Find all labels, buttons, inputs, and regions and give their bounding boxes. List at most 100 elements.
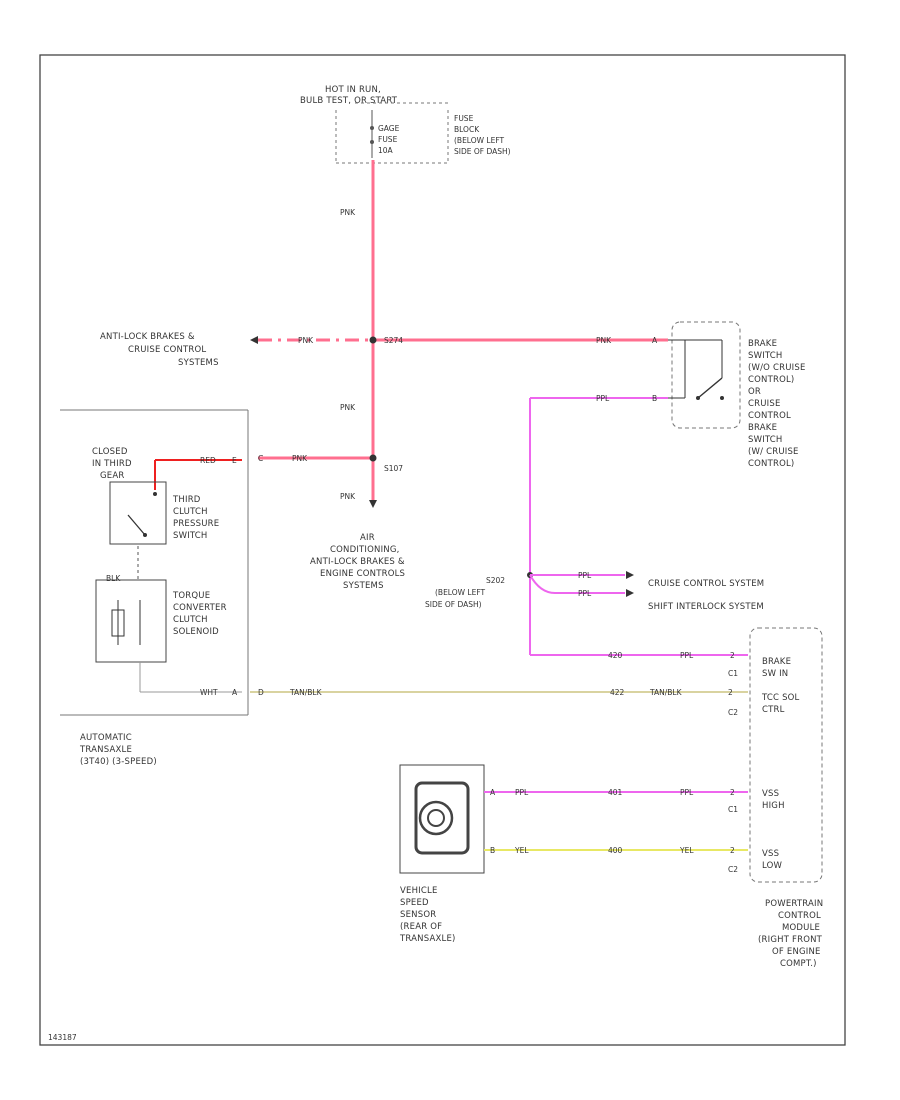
wire-label-tan-blk-right: TAN/BLK — [649, 688, 683, 697]
pcm-connector-c2-b: C2 — [728, 865, 738, 874]
pcm-name-3: MODULE — [782, 923, 820, 933]
brake-switch-box — [671, 321, 741, 429]
ac-label-1: AIR — [360, 533, 375, 543]
pcm-brake-sw-in-2: SW IN — [762, 669, 788, 679]
splice-s274-dot — [369, 336, 377, 344]
splice-s202-label-2: (BELOW LEFT — [435, 588, 486, 597]
wire-label-yel: YEL — [514, 846, 529, 855]
pcm-connector-c2-a: C2 — [728, 708, 738, 717]
vss-rotor — [418, 800, 454, 836]
transaxle-name-2: TRANSAXLE — [79, 745, 132, 755]
fuse-block-label-3: (BELOW LEFT — [454, 136, 505, 145]
fuse-block-label-4: SIDE OF DASH) — [454, 147, 511, 156]
splice-s274-label: S274 — [384, 336, 403, 345]
fuse-label-3: 10A — [378, 146, 394, 155]
brake-switch-label-8: BRAKE — [748, 423, 777, 433]
wire-label-ppl-brake: PPL — [596, 394, 610, 403]
pcm-pin-tcc-num: 2 — [728, 688, 733, 697]
tcc-coil — [111, 609, 125, 637]
fuse-terminal-top — [370, 126, 374, 130]
wire-num-420: 420 — [608, 651, 623, 660]
transaxle-pin-c: C — [258, 454, 263, 463]
fuse-label-2: FUSE — [378, 135, 398, 144]
fuse-terminal-bottom — [370, 140, 374, 144]
third-clutch-label-1: THIRD — [172, 495, 201, 505]
wire-label-pnk-top: PNK — [340, 208, 356, 217]
closed-label-1: CLOSED — [92, 447, 128, 457]
pcm-vss-high-1: VSS — [762, 789, 779, 799]
fuse-label-1: GAGE — [378, 124, 400, 133]
ac-label-2: CONDITIONING, — [330, 545, 400, 555]
brake-switch-label-3: (W/O CRUISE — [748, 363, 806, 373]
vss-label-4: (REAR OF — [400, 922, 442, 932]
transaxle-pin-d: D — [258, 688, 264, 697]
pcm-connector-c1-b: C1 — [728, 805, 738, 814]
wire-num-422: 422 — [610, 688, 625, 697]
pcm-connector-c1-a: C1 — [728, 669, 738, 678]
vss-hub — [427, 809, 445, 827]
third-clutch-label-2: CLUTCH — [173, 507, 208, 517]
brake-switch-label-11: CONTROL) — [748, 459, 794, 469]
splice-s202-label-3: SIDE OF DASH) — [425, 600, 482, 609]
arrow-interlock — [626, 589, 634, 597]
ac-label-4: ENGINE CONTROLS — [320, 569, 405, 579]
brake-switch-pivot — [696, 396, 700, 400]
vss-label-2: SPEED — [400, 898, 429, 908]
power-source-line-1: HOT IN RUN, — [325, 85, 381, 95]
third-clutch-label-3: PRESSURE — [173, 519, 219, 529]
pcm-box — [749, 627, 823, 883]
vss-pin-b: B — [490, 846, 495, 855]
wire-label-ppl-cruise: PPL — [578, 571, 592, 580]
blk-label: BLK — [106, 574, 121, 583]
arrow-ac-systems — [369, 500, 377, 508]
brake-switch — [668, 321, 741, 429]
transaxle-name-1: AUTOMATIC — [80, 733, 132, 743]
third-clutch-terminal-top — [153, 492, 157, 496]
wire-label-pnk-brake: PNK — [596, 336, 612, 345]
brake-switch-label-9: SWITCH — [748, 435, 783, 445]
vss-label-3: SENSOR — [400, 910, 436, 920]
pcm-pin-brake-num: 2 — [730, 651, 735, 660]
transaxle-pin-e: E — [232, 456, 237, 465]
transaxle-name-3: (3T40) (3-SPEED) — [80, 757, 157, 767]
brake-switch-pin-b: B — [652, 394, 657, 403]
third-clutch-switch-box — [109, 481, 167, 545]
pcm-name-1: POWERTRAIN — [765, 899, 823, 909]
power-source-line-2: BULB TEST, OR START — [300, 96, 398, 106]
fuse-block-label-2: BLOCK — [454, 125, 480, 134]
third-clutch-label-4: SWITCH — [173, 531, 208, 541]
brake-switch-label-2: SWITCH — [748, 351, 783, 361]
abs-cruise-label-3: SYSTEMS — [178, 358, 219, 368]
pcm-tcc-sol-2: CTRL — [762, 705, 785, 715]
pcm-name-2: CONTROL — [778, 911, 821, 921]
pcm-name-4: (RIGHT FRONT — [758, 935, 823, 945]
pcm-name-5: OF ENGINE — [772, 947, 821, 957]
tcc-label-1: TORQUE — [172, 591, 210, 601]
ac-label-3: ANTI-LOCK BRAKES & — [310, 557, 405, 567]
splice-s107-label: S107 — [384, 464, 403, 473]
pcm-vss-low-1: VSS — [762, 849, 779, 859]
shift-interlock-system-label: SHIFT INTERLOCK SYSTEM — [648, 602, 764, 612]
abs-cruise-label-2: CRUISE CONTROL — [128, 345, 206, 355]
brake-switch-label-6: CRUISE — [748, 399, 781, 409]
wire-label-pnk-bottom: PNK — [340, 492, 356, 501]
wire-label-wht: WHT — [200, 688, 218, 697]
wire-label-ppl-vss: PPL — [515, 788, 529, 797]
wire-num-401: 401 — [608, 788, 623, 797]
tcc-label-2: CONVERTER — [173, 603, 227, 613]
tcc-solenoid-box — [95, 579, 167, 663]
closed-label-2: IN THIRD — [92, 459, 132, 469]
brake-switch-label-7: CONTROL — [748, 411, 791, 421]
vss-label-1: VEHICLE — [400, 886, 438, 896]
transaxle-pin-a: A — [232, 688, 238, 697]
power-source: HOT IN RUN, BULB TEST, OR START GAGE FUS… — [300, 85, 511, 164]
tcc-label-4: SOLENOID — [173, 627, 219, 637]
wire-num-400: 400 — [608, 846, 623, 855]
ac-label-5: SYSTEMS — [343, 581, 384, 591]
tcc-label-3: CLUTCH — [173, 615, 208, 625]
wire-label-ppl-vss-right: PPL — [680, 788, 694, 797]
pcm-vss-high-2: HIGH — [762, 801, 785, 811]
brake-switch-pin-a: A — [652, 336, 658, 345]
purple-wire-interlock — [529, 574, 625, 594]
